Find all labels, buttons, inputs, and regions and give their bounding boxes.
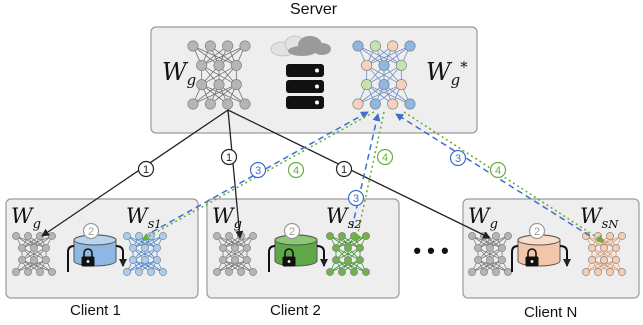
database-icon xyxy=(286,64,324,109)
step-2-marker-client-n: 2 xyxy=(528,222,546,240)
client-2-transfer-arrow xyxy=(268,245,328,272)
step-2-marker-client-1: 2 xyxy=(82,222,100,240)
client-n-database-icon xyxy=(517,234,561,267)
step-number: 2 xyxy=(88,226,94,238)
lock-icon xyxy=(282,248,296,267)
client-1-global-network-icon xyxy=(12,232,56,276)
step-circles: 1 1 1 2 2 2 3 3 3 4 4 4 xyxy=(82,148,546,240)
step-4-arrows xyxy=(141,111,605,243)
client-2-global-network-icon xyxy=(213,232,257,276)
step-number: 3 xyxy=(255,165,261,177)
lock-icon xyxy=(81,248,95,267)
client-n-label: Client N xyxy=(524,304,578,321)
client-1-database-icon xyxy=(73,234,117,267)
step-1-marker-client-2: 1 xyxy=(220,148,238,166)
step-number: 1 xyxy=(226,152,232,164)
client-n-global-model-label: Wg xyxy=(468,204,498,232)
step-3-marker-client-n: 3 xyxy=(449,149,467,167)
step-number: 2 xyxy=(534,226,540,238)
step-4-marker-client-2: 4 xyxy=(376,148,394,166)
client-n-local-model-label: WsN xyxy=(580,204,619,232)
step-1-marker-client-1: 1 xyxy=(137,160,155,178)
step-number: 4 xyxy=(293,165,299,177)
server-aggregated-network-icon xyxy=(352,40,416,110)
client-n-local-network-icon xyxy=(582,232,626,276)
step-3-marker-client-1: 3 xyxy=(249,161,267,179)
step-number: 4 xyxy=(382,152,388,164)
step-number: 2 xyxy=(289,226,295,238)
server-global-model-label: Wg xyxy=(162,58,197,90)
server-aggregated-model-label: Wg* xyxy=(426,57,468,90)
step-number: 1 xyxy=(143,164,149,176)
step-number: 4 xyxy=(495,165,501,177)
client-2-database-icon xyxy=(274,234,318,267)
step-1-arrows xyxy=(41,109,491,239)
ellipsis: • • • xyxy=(413,238,448,263)
client-2-label: Client 2 xyxy=(270,302,321,319)
lock-icon xyxy=(525,248,539,267)
client-1-global-model-label: Wg xyxy=(11,204,41,232)
client-n-transfer-arrow xyxy=(511,245,571,272)
client-1-local-model-label: Ws1 xyxy=(126,204,162,232)
cloud-icon xyxy=(270,35,331,57)
server-title: Server xyxy=(290,1,338,18)
server-global-network-icon xyxy=(187,40,251,110)
client-2-local-network-icon xyxy=(326,232,370,276)
step-3-marker-client-2: 3 xyxy=(347,189,365,207)
step-1-marker-client-n: 1 xyxy=(335,160,353,178)
client-1-label: Client 1 xyxy=(70,302,121,319)
client-2-global-model-label: Wg xyxy=(212,204,242,232)
networks-layer xyxy=(12,40,626,276)
step-4-marker-client-1: 4 xyxy=(287,161,305,179)
client-n-global-network-icon xyxy=(468,232,512,276)
step-number: 3 xyxy=(455,153,461,165)
step-number: 3 xyxy=(353,193,359,205)
step-number: 1 xyxy=(341,164,347,176)
client-1-local-network-icon xyxy=(123,232,167,276)
step-4-marker-client-n: 4 xyxy=(489,161,507,179)
client-1-transfer-arrow xyxy=(67,245,127,272)
step-2-marker-client-2: 2 xyxy=(283,222,301,240)
client-2-local-model-label: Ws2 xyxy=(326,204,362,232)
